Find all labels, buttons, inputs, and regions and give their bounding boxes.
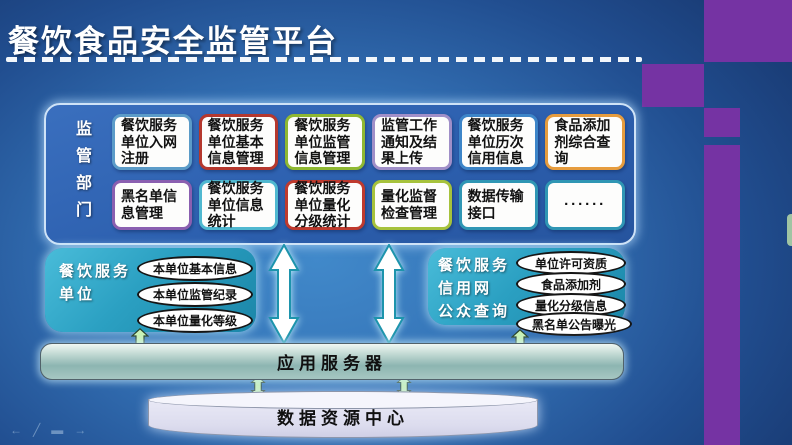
module-notice-result-upload: 监管工作通知及结果上传	[371, 114, 452, 170]
data-flow-arrow-left	[268, 244, 300, 344]
module-supervision-info-mgmt: 餐饮服务单位监管信息管理	[285, 114, 365, 170]
module-ellipsis: ······	[545, 180, 625, 230]
slide-title: 餐饮食品安全监管平台	[8, 24, 338, 59]
next-slide-icon[interactable]: →	[74, 423, 87, 437]
decor-purple-square	[704, 108, 740, 137]
unit-item-basic-info: 本单位基本信息	[137, 256, 253, 281]
module-grading-stats: 餐饮服务单位量化分级统计	[285, 180, 365, 230]
decor-purple-mid	[642, 64, 704, 107]
module-data-interface: 数据传输接口	[458, 180, 539, 230]
data-resource-center: 数据资源中心	[148, 391, 538, 438]
slide-menu-icon[interactable]: ▬	[51, 423, 64, 437]
module-additive-query: 食品添加剂综合查询	[545, 114, 625, 170]
prev-slide-icon[interactable]: ←	[10, 423, 22, 437]
data-resource-center-label: 数据资源中心	[277, 409, 409, 428]
unit-panel: 餐饮服务 单位 本单位基本信息 本单位监管纪录 本单位量化等级	[45, 248, 256, 333]
decor-purple-top-right	[704, 0, 792, 62]
module-blacklist-mgmt: 黑名单信息管理	[112, 180, 192, 230]
pen-icon[interactable]: ╱	[33, 423, 41, 437]
data-flow-arrow-right	[373, 244, 405, 344]
supervisor-panel-label: 监管部门	[73, 120, 90, 228]
credit-item-blacklist-exposure: 黑名单公告曝光	[516, 312, 632, 336]
title-dashed-divider	[6, 57, 642, 62]
unit-item-grading-level: 本单位量化等级	[137, 308, 253, 333]
unit-panel-label: 餐饮服务 单位	[59, 263, 132, 303]
supervisor-panel: 监管部门 餐饮服务单位入网注册 餐饮服务单位基本信息管理 餐饮服务单位监管信息管…	[44, 103, 636, 245]
module-grid: 餐饮服务单位入网注册 餐饮服务单位基本信息管理 餐饮服务单位监管信息管理 监管工…	[112, 114, 625, 230]
module-unit-info-stats: 餐饮服务单位信息统计	[198, 180, 279, 230]
module-credit-history: 餐饮服务单位历次信用信息	[458, 114, 539, 170]
unit-item-supervision-record: 本单位监管纪录	[137, 282, 253, 307]
credit-panel-label: 餐饮服务 信用网 公众查询	[438, 257, 511, 320]
screen-edge-artifact	[787, 214, 792, 246]
module-quantified-inspection: 量化监督检查管理	[371, 180, 452, 230]
module-basic-info-mgmt: 餐饮服务单位基本信息管理	[198, 114, 279, 170]
cylinder-top	[148, 391, 538, 409]
presenter-controls: ← ╱ ▬ →	[10, 424, 86, 436]
module-unit-registration: 餐饮服务单位入网注册	[112, 114, 192, 170]
credit-panel: 餐饮服务 信用网 公众查询 单位许可资质 食品添加剂 量化分级信息 黑名单公告曝…	[428, 248, 632, 336]
credit-item-license: 单位许可资质	[516, 251, 626, 275]
decor-purple-bar	[704, 145, 740, 445]
application-server-bar: 应用服务器	[40, 343, 624, 380]
